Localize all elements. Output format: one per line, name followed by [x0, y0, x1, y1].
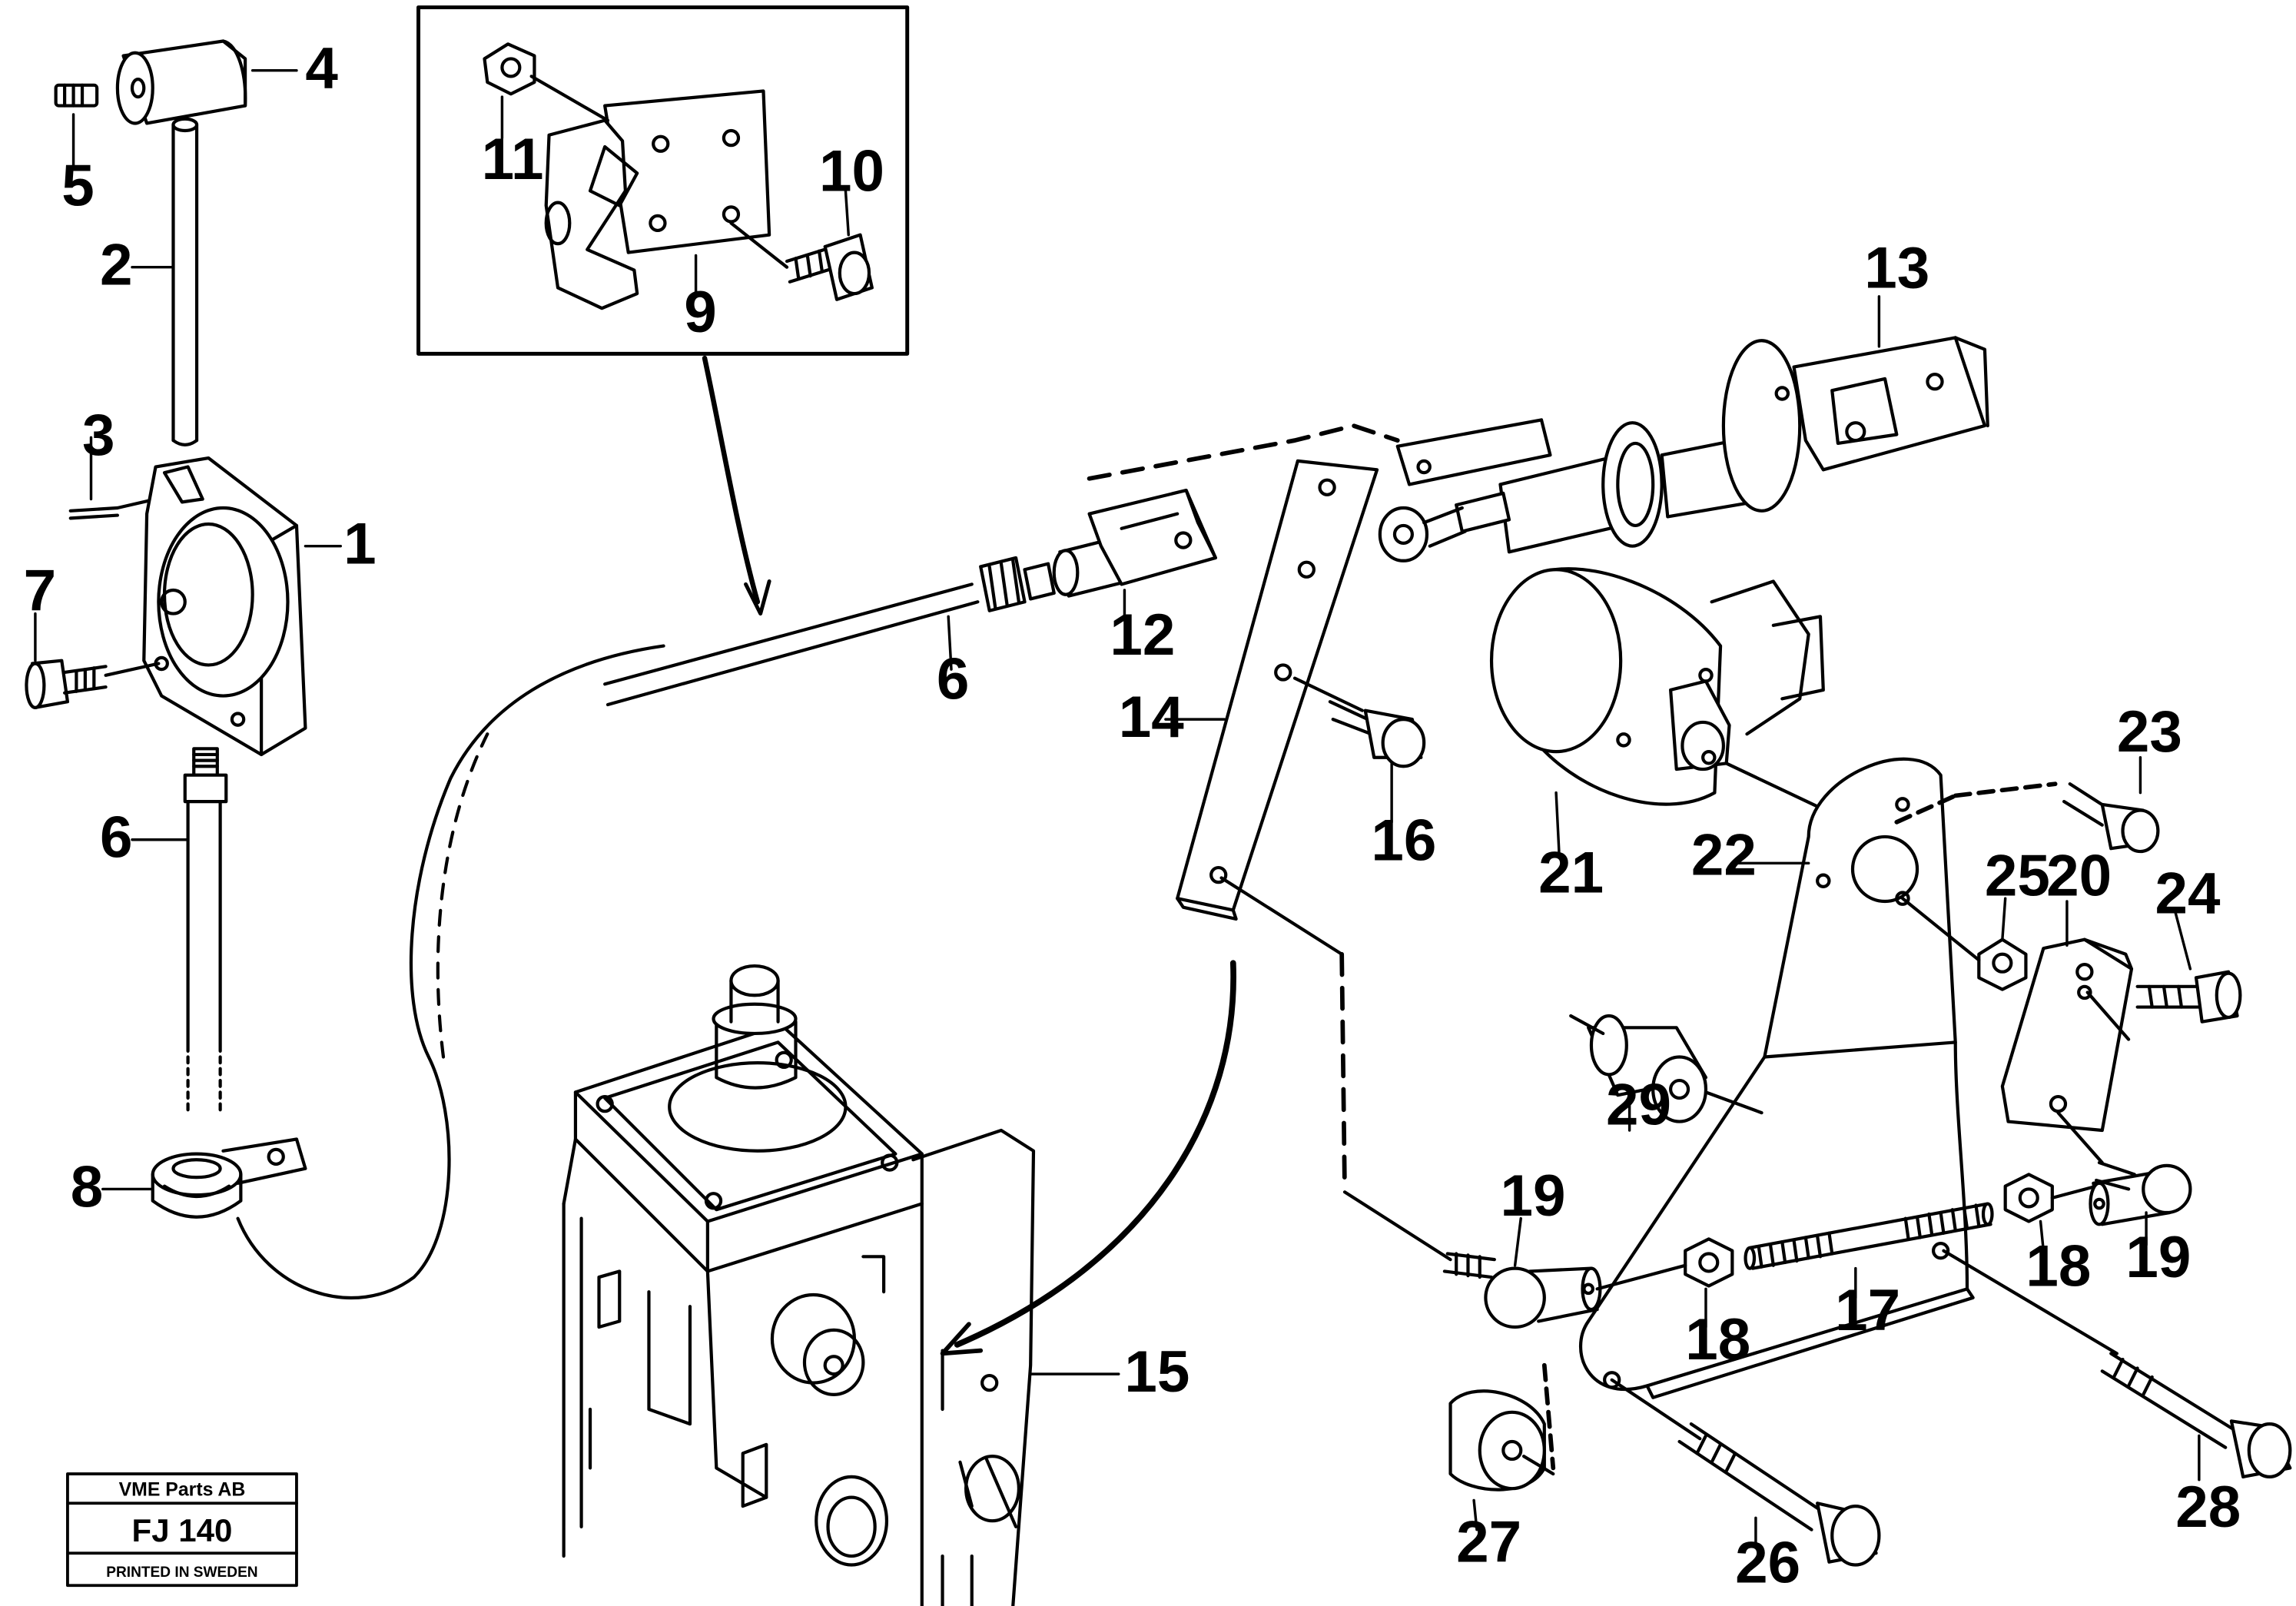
label-part-7: 7 [24, 559, 57, 624]
nut-part-18-left [1595, 1237, 1734, 1291]
bracket-part-9 [544, 89, 771, 310]
label-part-19-right: 19 [2125, 1225, 2191, 1290]
label-part-17: 17 [1835, 1278, 1900, 1343]
label-part-9: 9 [684, 280, 717, 345]
pump-arrow-head [940, 1322, 984, 1356]
lever-part-14 [1176, 459, 1379, 956]
lever-housing-part-1 [142, 456, 307, 757]
detail-inset-box [416, 5, 910, 356]
cable-loop-dash [436, 732, 489, 1059]
label-part-3: 3 [82, 403, 115, 468]
label-part-23: 23 [2117, 699, 2182, 765]
ball-joint-part-19-right [2056, 1110, 2192, 1226]
label-part-13: 13 [1864, 235, 1929, 300]
pump-arrow-line [954, 960, 1236, 1348]
clevis-part-12 [1052, 488, 1217, 598]
label-part-2: 2 [100, 233, 133, 298]
nut-part-25 [1900, 897, 2028, 991]
label-part-18-right: 18 [2026, 1234, 2091, 1299]
label-part-5: 5 [61, 153, 95, 218]
label-part-1: 1 [343, 512, 377, 577]
label-part-24: 24 [2155, 861, 2221, 926]
sleeve-part-4 [115, 39, 247, 125]
part-labels: 1 2 3 4 5 6 6 7 8 9 10 11 12 13 14 15 16… [24, 36, 2241, 1596]
bracket-part-22 [1578, 757, 2058, 1399]
label-part-8: 8 [71, 1154, 103, 1219]
link-dash-14-19 [1339, 951, 1347, 1192]
bolt-part-23 [2062, 782, 2160, 854]
stamp-code: FJ 140 [132, 1512, 233, 1548]
stamp-text-group: VME Parts AB FJ 140 PRINTED IN SWEDEN [106, 1480, 257, 1581]
nut-part-11 [483, 42, 610, 122]
stamp-printed: PRINTED IN SWEDEN [106, 1565, 257, 1581]
spacer-part-27 [1448, 1362, 1556, 1492]
stamp-company: VME Parts AB [119, 1480, 246, 1501]
label-part-15: 15 [1124, 1339, 1189, 1405]
bolt-part-24 [2135, 970, 2242, 1024]
nut-part-18-right [2003, 1173, 2099, 1223]
inset-arrow-line [702, 355, 761, 605]
cable-loop [236, 644, 665, 1300]
set-screw-part-5 [54, 83, 99, 108]
cable-part-6-upper [603, 556, 1056, 707]
label-part-18-left: 18 [1685, 1307, 1750, 1372]
ball-joint-part-19-left [1442, 1252, 1602, 1329]
injection-pump-part-15 [562, 964, 1036, 1606]
label-part-28: 28 [2175, 1475, 2241, 1540]
bolt-part-7 [25, 659, 161, 709]
label-part-14: 14 [1119, 685, 1184, 750]
cylinder-part-13 [1378, 336, 1989, 562]
label-part-12: 12 [1110, 602, 1175, 668]
label-part-11: 11 [482, 127, 544, 192]
stamp-box [66, 1472, 298, 1588]
label-part-6-upper: 6 [937, 646, 970, 712]
inset-arrow-head [744, 579, 771, 616]
label-part-25: 25 [1985, 843, 2050, 908]
leader-lines [34, 68, 2201, 1549]
threaded-rod-part-17 [1744, 1202, 1994, 1270]
label-part-27: 27 [1456, 1510, 1521, 1575]
label-part-4: 4 [305, 36, 338, 101]
label-part-21: 21 [1538, 841, 1604, 906]
bolt-part-10 [729, 221, 874, 301]
label-part-20: 20 [2046, 843, 2112, 908]
block-part-20 [2000, 937, 2134, 1133]
label-part-10: 10 [819, 138, 884, 204]
label-part-19-left: 19 [1501, 1163, 1566, 1229]
spacer-part-29 [1569, 1014, 1763, 1123]
rod-part-2 [171, 117, 199, 446]
bolt-part-28 [1942, 1249, 2292, 1478]
bolt-part-16 [1292, 676, 1426, 768]
link-dash-12-13 [1087, 423, 1400, 481]
label-part-6-lower: 6 [100, 805, 133, 871]
label-part-22: 22 [1691, 823, 1757, 888]
motor-part-21 [1489, 567, 1840, 818]
clamp-part-8 [151, 1137, 307, 1219]
cable-part-6-lower [183, 747, 228, 1118]
label-part-16: 16 [1371, 808, 1436, 874]
label-part-29: 29 [1606, 1072, 1671, 1137]
pin-part-3 [68, 497, 158, 520]
label-part-26: 26 [1735, 1530, 1800, 1595]
bolt-part-26 [1610, 1378, 1881, 1567]
